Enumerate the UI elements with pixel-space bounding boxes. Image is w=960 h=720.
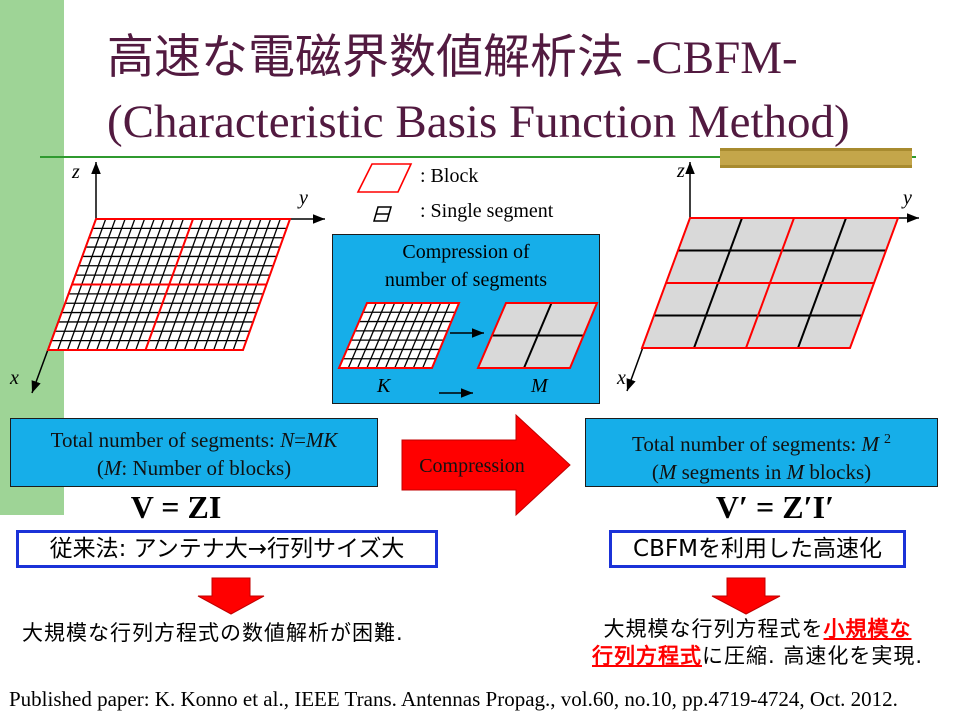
segment-boundary-line xyxy=(403,302,432,369)
cbfm-outcome-line1: 大規模な行列方程式を小規模な xyxy=(560,616,955,643)
left-z-label: z xyxy=(71,161,80,183)
block-border xyxy=(476,302,599,369)
segment-boundary-line xyxy=(394,302,423,369)
outcome-emphasis-text: 小規模な xyxy=(823,617,912,641)
blocks-note-line: (M segments in M blocks) xyxy=(586,458,937,486)
segments-in-text: segments in xyxy=(676,460,787,484)
open-paren: ( xyxy=(651,460,659,484)
slide-title-line1: 高速な電磁界数値解析法 -CBFM- xyxy=(107,32,798,84)
block-border xyxy=(640,217,900,349)
segment-boundary-line xyxy=(375,302,405,369)
block-border xyxy=(337,302,461,369)
title-divider xyxy=(40,156,916,158)
compressed-segment-grid xyxy=(640,217,900,349)
down-arrow-icon xyxy=(711,577,781,615)
original-equation: V = ZI xyxy=(130,489,222,525)
outcome-emphasis-text: 行列方程式 xyxy=(591,644,702,668)
block-legend-icon xyxy=(356,163,413,193)
label-k: K xyxy=(376,375,392,397)
var-mk: MK xyxy=(305,428,338,452)
left-y-label: y xyxy=(297,187,308,209)
slide-title-line2: (Characteristic Basis Function Method) xyxy=(107,96,850,148)
segment-boundary-line xyxy=(347,302,377,369)
legend-block-label: : Block xyxy=(420,165,479,187)
var-m: M xyxy=(103,456,122,480)
cbfm-outcome-line2: 行列方程式に圧縮. 高速化を実現. xyxy=(560,643,955,670)
compression-panel-heading-line2: number of segments xyxy=(384,269,548,291)
left-x-label: x xyxy=(9,367,19,389)
segment-boundary-line xyxy=(412,302,442,369)
segment-boundary-line xyxy=(384,302,414,369)
down-arrow-icon xyxy=(197,577,265,615)
blocks-close-text: blocks) xyxy=(804,460,872,484)
legend-segment-label: : Single segment xyxy=(420,200,554,222)
compression-panel-heading-line1: Compression of xyxy=(402,241,530,263)
segments-count-line: Total number of segments: N=MK xyxy=(11,426,377,454)
right-y-label: y xyxy=(901,187,912,209)
compression-arrow-label: Compression xyxy=(419,455,525,477)
blocks-note-line: (M: Number of blocks) xyxy=(11,454,377,482)
conventional-outcome: 大規模な行列方程式の数値解析が困難. xyxy=(22,621,404,645)
right-arrow-icon xyxy=(401,413,571,517)
block-border xyxy=(46,218,292,351)
original-segment-grid xyxy=(46,218,292,351)
segment-legend-icon xyxy=(373,206,392,222)
exponent: 2 xyxy=(883,432,891,447)
publication-footer: Published paper: K. Konno et al., IEEE T… xyxy=(9,687,898,711)
single-block-compressed-grid xyxy=(476,302,599,369)
blocks-note-text: : Number of blocks) xyxy=(121,456,292,480)
var-m: M xyxy=(861,432,879,456)
segment-legend-outline xyxy=(373,206,392,222)
conventional-method-box: 従来法: アンテナ大→行列サイズ大 xyxy=(16,530,438,568)
equals-sign: = xyxy=(294,428,306,452)
cbfm-outcome: 大規模な行列方程式を小規模な 行列方程式に圧縮. 高速化を実現. xyxy=(560,616,955,670)
var-m: M xyxy=(786,460,805,484)
segments-count-label: Total number of segments: xyxy=(632,432,862,456)
segment-boundary-line xyxy=(422,302,451,369)
compressed-equation: V′ = Z′I′ xyxy=(715,489,835,525)
segment-boundary-line xyxy=(366,302,396,369)
outcome-plain-text: 大規模な行列方程式を xyxy=(603,617,824,641)
segments-count-label: Total number of segments: xyxy=(50,428,281,452)
cbfm-method-box: CBFMを利用した高速化 xyxy=(609,530,906,568)
gold-accent-bar xyxy=(720,148,912,168)
var-m: M xyxy=(658,460,677,484)
var-n: N xyxy=(280,428,295,452)
label-m: M xyxy=(530,375,549,397)
right-z-label: z xyxy=(676,160,685,182)
open-paren: ( xyxy=(96,456,104,480)
segment-boundary-line xyxy=(357,302,386,369)
outcome-plain-text: に圧縮. 高速化を実現. xyxy=(701,644,924,668)
single-block-fine-grid xyxy=(337,302,461,369)
segments-info-box-before: Total number of segments: N=MK (M: Numbe… xyxy=(10,418,378,487)
right-x-label: x xyxy=(616,367,626,389)
